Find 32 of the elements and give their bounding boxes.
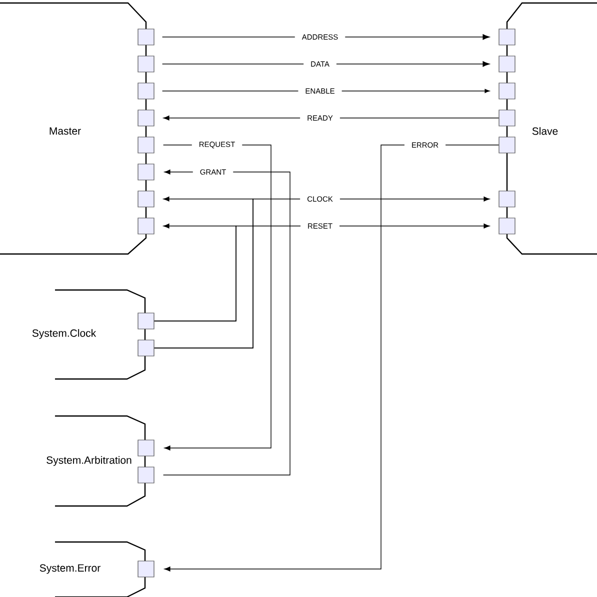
port-box: [138, 312, 154, 330]
component-outline: Master: [0, 2, 147, 255]
port-box: [138, 82, 154, 100]
port-box: [498, 218, 516, 234]
port-box: [138, 466, 154, 484]
port-box: [138, 28, 154, 46]
connector-arrow: [163, 116, 500, 120]
port-box: [498, 110, 516, 126]
component-outline: System.Arbitration: [46, 415, 146, 507]
component-outline: System.Error: [40, 541, 146, 597]
connector-arrow: [154, 224, 490, 322]
connector-arrow: [162, 61, 490, 67]
connector-arrow: [164, 144, 500, 572]
connector-arrow: [162, 170, 290, 476]
port-box: [138, 218, 154, 234]
port-box: [138, 164, 154, 180]
port-box: [498, 56, 516, 72]
port-box: [498, 136, 516, 154]
connector-arrow: [154, 196, 490, 348]
port-box: [138, 56, 154, 72]
port-box: [138, 560, 154, 578]
component-outline: System.Clock: [32, 289, 146, 380]
port-box: [138, 110, 154, 126]
component-outline: Slave: [506, 2, 597, 255]
port-box: [138, 136, 154, 154]
port-box: [138, 340, 154, 356]
port-box: [138, 190, 154, 208]
port-box: [498, 82, 516, 100]
port-box: [138, 440, 154, 456]
port-box: [498, 28, 516, 46]
connector-arrow: [162, 144, 272, 450]
port-box: [498, 190, 516, 208]
